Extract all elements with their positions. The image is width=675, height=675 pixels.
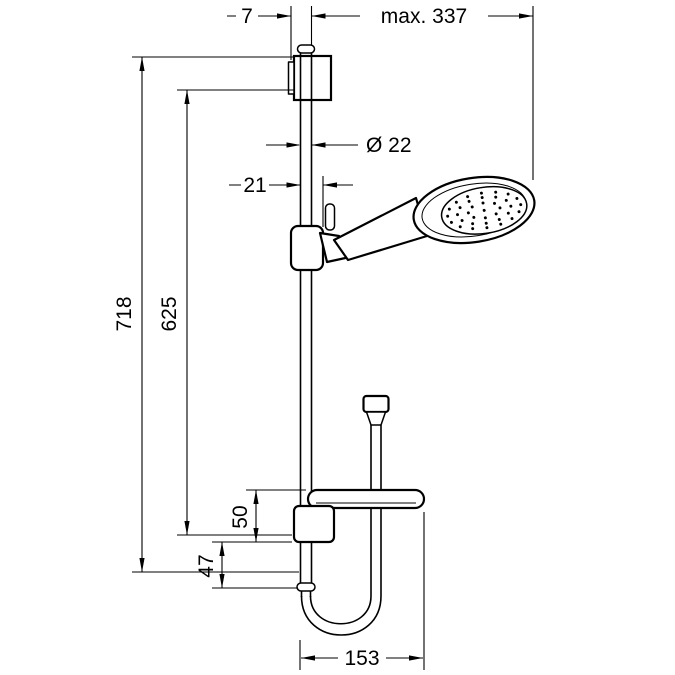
arrowhead: [519, 13, 533, 19]
spray-nozzle-dot: [467, 199, 471, 203]
arrowhead: [286, 182, 301, 188]
arrowhead: [286, 142, 301, 148]
spray-nozzle-dot: [493, 201, 497, 205]
hose-loop-outer: [300, 595, 382, 636]
spray-nozzle-dot: [471, 222, 475, 226]
spray-nozzle-dot: [517, 210, 521, 214]
spray-nozzle-dot: [504, 198, 508, 202]
wall-plate-step: [287, 61, 295, 95]
dim-label-21: 21: [243, 174, 266, 197]
dimension-slider-offset: 21: [229, 173, 353, 227]
dim-label-718: 718: [113, 296, 136, 331]
spray-nozzle-dot: [458, 206, 462, 210]
hand-shower-head: [412, 175, 536, 245]
dimension-total-height: 718: [113, 56, 299, 573]
spray-nozzle-dot: [497, 217, 501, 221]
spray-nozzle-dot: [484, 221, 488, 225]
dimension-hose-loop-width: 153: [299, 512, 425, 671]
arrowhead: [277, 13, 291, 19]
spray-nozzle-dot: [506, 192, 510, 196]
hose-cone: [365, 411, 387, 426]
spray-nozzle-dot: [499, 222, 503, 226]
spray-nozzle-dot: [449, 220, 453, 224]
spray-nozzle-dot: [454, 200, 458, 204]
spray-nozzle-dot: [458, 225, 462, 229]
spray-nozzle-dot: [483, 216, 487, 220]
spray-nozzle-dot: [482, 208, 486, 212]
spray-nozzle-dot: [447, 207, 451, 211]
spray-nozzle-dot: [509, 204, 513, 208]
spray-nozzle-dot: [466, 195, 470, 199]
arrowhead: [219, 542, 225, 556]
slider-body: [289, 224, 325, 272]
bar-top-cap: [296, 44, 316, 54]
spray-nozzle-dot: [519, 203, 523, 207]
spray-nozzle-dot: [515, 196, 519, 200]
arrowhead: [301, 655, 315, 661]
shelf-bracket: [292, 504, 336, 544]
dimension-lower-span: 47: [195, 542, 298, 589]
spray-nozzle-dot: [456, 213, 460, 217]
hose-nut: [362, 394, 390, 414]
spray-nozzle-dot: [479, 191, 483, 195]
arrowhead: [311, 142, 326, 148]
dimension-max-width: max. 337: [311, 3, 534, 180]
arrowhead: [139, 558, 145, 572]
dim-label-50: 50: [229, 505, 252, 528]
spray-nozzle-dot: [480, 196, 484, 200]
soap-dish: [306, 488, 426, 510]
dimension-wall-offset: 7: [227, 4, 313, 60]
dim-label-47: 47: [195, 554, 218, 577]
dim-label-diameter-22: Ø 22: [366, 134, 412, 157]
arrowhead: [184, 90, 190, 104]
arrowhead: [139, 57, 145, 71]
dim-label-max-337: max. 337: [381, 5, 467, 28]
bar-end-cap: [296, 582, 316, 592]
dimension-bracket-span: 50: [212, 489, 306, 543]
arrowhead: [219, 574, 225, 588]
dim-label-7: 7: [241, 5, 253, 28]
arrowhead: [184, 521, 190, 535]
arrowhead: [409, 655, 423, 661]
hose-connector: [362, 394, 390, 426]
hose-loop-inner: [309, 595, 372, 625]
dimension-bar-diameter: Ø 22: [266, 134, 412, 157]
slider-pin: [324, 203, 336, 231]
dim-label-625: 625: [158, 296, 181, 331]
spray-face-dots: [446, 190, 523, 231]
arrowhead: [323, 182, 337, 188]
spray-nozzle-dot: [446, 214, 450, 218]
dimension-rail-span: 625: [158, 89, 294, 536]
spray-nozzle-dot: [472, 215, 476, 219]
spray-nozzle-dot: [498, 206, 502, 210]
spray-nozzle-dot: [510, 217, 514, 221]
spray-nozzle-dot: [460, 218, 464, 222]
arrowhead: [311, 13, 326, 19]
spray-nozzle-dot: [494, 190, 498, 194]
shower-hose: [300, 425, 382, 636]
wall-bracket: [287, 54, 333, 102]
spray-nozzle-dot: [494, 195, 498, 199]
hand-shower-handle: [332, 196, 429, 262]
spray-nozzle-dot: [471, 227, 475, 231]
spray-nozzle-dot: [506, 211, 510, 215]
spray-nozzle-dot: [494, 212, 498, 216]
dim-label-153: 153: [344, 647, 379, 670]
spray-nozzle-dot: [466, 211, 470, 215]
arrowhead: [253, 528, 259, 542]
spray-nozzle-dot: [470, 205, 474, 209]
spray-nozzle-dot: [481, 201, 485, 205]
arrowhead: [253, 490, 259, 504]
spray-nozzle-dot: [485, 226, 489, 230]
